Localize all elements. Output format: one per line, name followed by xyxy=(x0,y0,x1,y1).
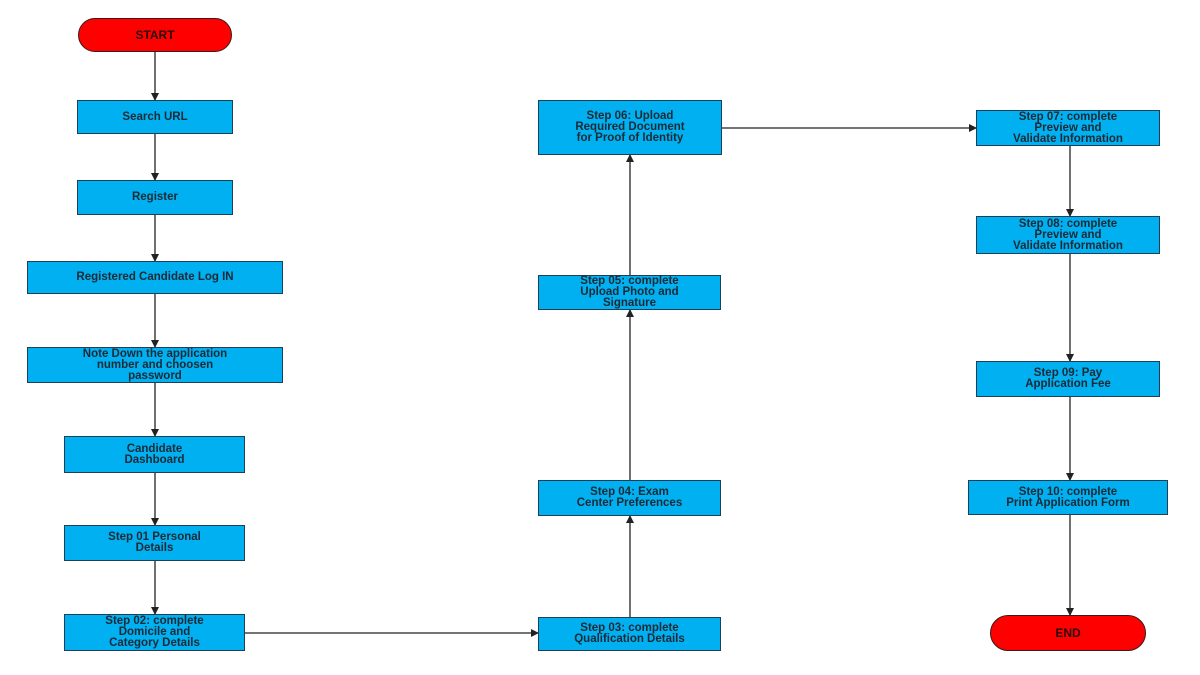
step05-node: Step 05: complete Upload Photo and Signa… xyxy=(538,275,721,310)
step09-node: Step 09: Pay Application Fee xyxy=(976,361,1160,397)
step08-node: Step 08: complete Preview and Validate I… xyxy=(976,216,1160,254)
dashboard-step: Candidate Dashboard xyxy=(64,436,245,473)
end-terminal: END xyxy=(990,615,1146,651)
step04-node: Step 04: Exam Center Preferences xyxy=(538,480,721,516)
register-step: Register xyxy=(77,180,233,215)
step01-node: Step 01 Personal Details xyxy=(64,525,245,561)
step03-node: Step 03: complete Qualification Details xyxy=(538,617,721,651)
step10-node: Step 10: complete Print Application Form xyxy=(968,480,1168,515)
note-down-step: Note Down the application number and cho… xyxy=(27,347,283,383)
step07-node: Step 07: complete Preview and Validate I… xyxy=(976,110,1160,146)
step06-node: Step 06: Upload Required Document for Pr… xyxy=(538,100,722,155)
search-url-step: Search URL xyxy=(77,100,233,134)
start-terminal: START xyxy=(78,18,232,52)
step02-node: Step 02: complete Domicile and Category … xyxy=(64,614,245,651)
login-step: Registered Candidate Log IN xyxy=(27,261,283,294)
